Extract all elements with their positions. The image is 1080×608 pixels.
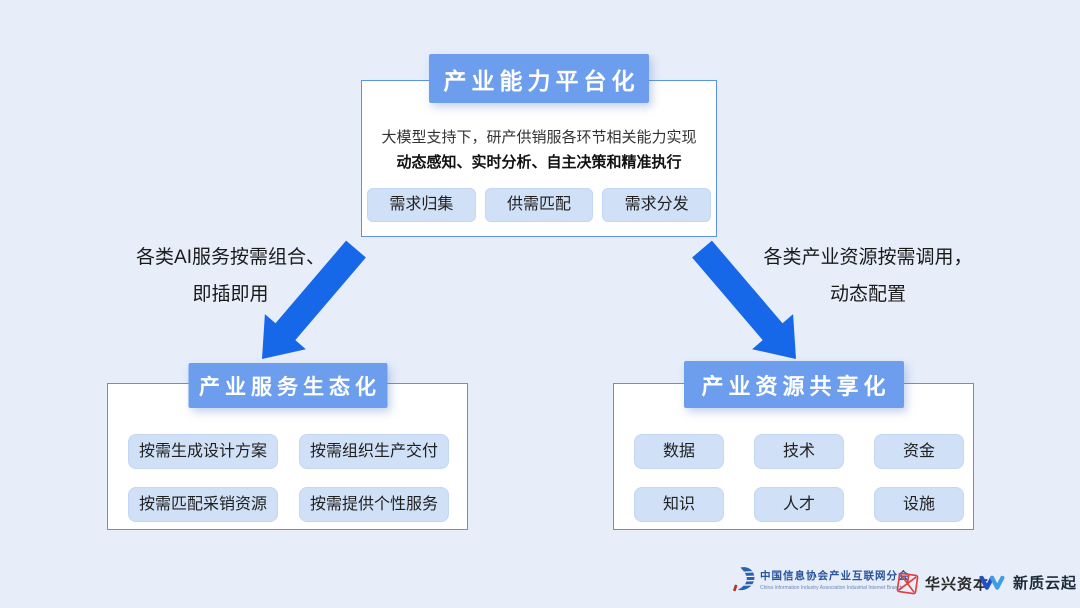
association-name-cn: 中国信息协会产业互联网分会 <box>760 570 910 582</box>
resource-sharing-title: 产业资源共享化 <box>683 361 904 408</box>
chip-demand-collection: 需求归集 <box>367 188 476 222</box>
right-down-arrow <box>692 240 796 359</box>
capability-chip-row: 需求归集 供需匹配 需求分发 <box>367 188 712 222</box>
left-arrow-label-line-1: 各类AI服务按需组合、 <box>136 247 325 268</box>
xinzhi-name: 新质云起 <box>1013 575 1078 592</box>
huaxing-logo-block: 华兴资本 <box>895 571 989 596</box>
service-chip-grid: 按需生成设计方案 按需组织生产交付 按需匹配采销资源 按需提供个性服务 <box>128 434 449 522</box>
chip-data: 数据 <box>634 434 724 469</box>
capability-platform-title: 产业能力平台化 <box>429 54 649 103</box>
chip-match-procurement: 按需匹配采销资源 <box>128 487 278 522</box>
huaxing-name: 华兴资本 <box>925 576 990 593</box>
xinzhi-logo-block: 新质云起 <box>979 572 1077 593</box>
chip-generate-design: 按需生成设计方案 <box>128 434 278 469</box>
association-globe-icon <box>733 567 755 592</box>
service-ecosystem-panel: 产业服务生态化 按需生成设计方案 按需组织生产交付 按需匹配采销资源 按需提供个… <box>107 363 468 530</box>
chip-organize-production: 按需组织生产交付 <box>299 434 449 469</box>
chip-demand-distribution: 需求分发 <box>602 188 712 222</box>
description-line-1: 大模型支持下，研产供销服各环节相关能力实现 <box>381 129 697 146</box>
resource-chip-grid: 数据 技术 资金 知识 人才 设施 <box>634 434 964 522</box>
left-arrow-label-line-2: 即插即用 <box>192 284 269 305</box>
chip-supply-demand-matching: 供需匹配 <box>484 188 594 222</box>
chip-technology: 技术 <box>754 434 844 469</box>
description-line-2: 动态感知、实时分析、自主决策和精准执行 <box>396 154 682 171</box>
xinzhi-w-icon <box>979 575 1005 590</box>
huaxing-diamond-icon <box>896 572 919 595</box>
right-arrow-label-line-1: 各类产业资源按需调用， <box>763 247 973 268</box>
association-texts: 中国信息协会产业互联网分会 China Information Industry… <box>760 568 910 591</box>
chip-talent: 人才 <box>754 487 844 522</box>
chip-personalized-service: 按需提供个性服务 <box>299 487 449 522</box>
capability-platform-panel: 产业能力平台化 大模型支持下，研产供销服各环节相关能力实现 动态感知、实时分析、… <box>361 54 717 237</box>
right-arrow-label: 各类产业资源按需调用， 动态配置 <box>748 239 988 313</box>
chip-facilities: 设施 <box>874 487 964 522</box>
left-down-arrow <box>262 240 366 359</box>
association-logo-block: 中国信息协会产业互联网分会 China Information Industry… <box>733 566 910 593</box>
chip-capital: 资金 <box>874 434 964 469</box>
chip-knowledge: 知识 <box>634 487 724 522</box>
left-arrow-label: 各类AI服务按需组合、 即插即用 <box>103 239 358 313</box>
right-arrow-label-line-2: 动态配置 <box>829 284 906 305</box>
capability-platform-description: 大模型支持下，研产供销服各环节相关能力实现 动态感知、实时分析、自主决策和精准执… <box>368 125 710 175</box>
resource-sharing-panel: 产业资源共享化 数据 技术 资金 知识 人才 设施 <box>613 361 974 530</box>
service-ecosystem-title: 产业服务生态化 <box>188 363 387 408</box>
association-name-en: China Information Industry Association I… <box>760 585 903 591</box>
